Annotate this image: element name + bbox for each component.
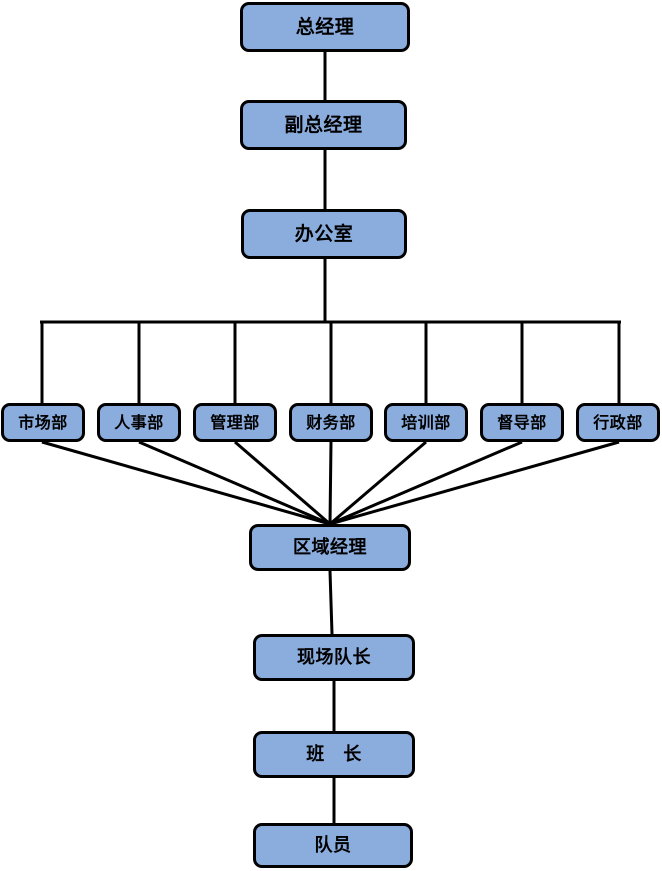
node-label-office: 办公室 — [294, 222, 354, 245]
node-label-regional-manager: 区域经理 — [293, 536, 367, 558]
node-label-dept-marketing: 市场部 — [18, 412, 68, 432]
node-dept-training[interactable]: 培训部 — [384, 403, 468, 442]
node-label-team-member: 队员 — [314, 834, 352, 856]
node-team-chief[interactable]: 班 长 — [253, 731, 415, 778]
node-deputy-manager[interactable]: 副总经理 — [240, 100, 407, 150]
node-label-dept-hr: 人事部 — [114, 412, 164, 432]
node-regional-manager[interactable]: 区域经理 — [249, 524, 411, 571]
edge-management-to-regional — [234, 440, 331, 526]
edge-hr-to-regional — [138, 440, 331, 526]
node-dept-hr[interactable]: 人事部 — [97, 403, 181, 442]
node-label-dept-training: 培训部 — [401, 412, 451, 432]
node-label-general-manager: 总经理 — [295, 15, 355, 38]
edge-marketing-to-regional — [41, 440, 331, 526]
edge-admin-to-regional — [329, 440, 620, 526]
node-label-dept-finance: 财务部 — [306, 412, 356, 432]
node-label-site-leader: 现场队长 — [297, 646, 371, 668]
node-label-team-chief: 班 长 — [306, 743, 362, 765]
node-office[interactable]: 办公室 — [241, 209, 407, 259]
node-general-manager[interactable]: 总经理 — [240, 2, 410, 52]
node-label-deputy-manager: 副总经理 — [284, 113, 363, 136]
node-dept-finance[interactable]: 财务部 — [289, 403, 373, 442]
node-dept-supervision[interactable]: 督导部 — [480, 403, 564, 442]
node-label-dept-management: 管理部 — [210, 412, 260, 432]
node-team-member[interactable]: 队员 — [253, 823, 413, 868]
node-dept-admin[interactable]: 行政部 — [576, 403, 660, 442]
edge-supervision-to-regional — [329, 440, 523, 526]
node-label-dept-supervision: 督导部 — [497, 412, 547, 432]
edge-training-to-regional — [329, 440, 427, 526]
edge-finance-to-regional — [328, 441, 333, 525]
edge-regional-to-site-leader — [328, 570, 334, 635]
node-dept-management[interactable]: 管理部 — [193, 403, 277, 442]
node-label-dept-admin: 行政部 — [593, 412, 643, 432]
node-dept-marketing[interactable]: 市场部 — [1, 403, 85, 442]
node-site-leader[interactable]: 现场队长 — [253, 634, 415, 681]
